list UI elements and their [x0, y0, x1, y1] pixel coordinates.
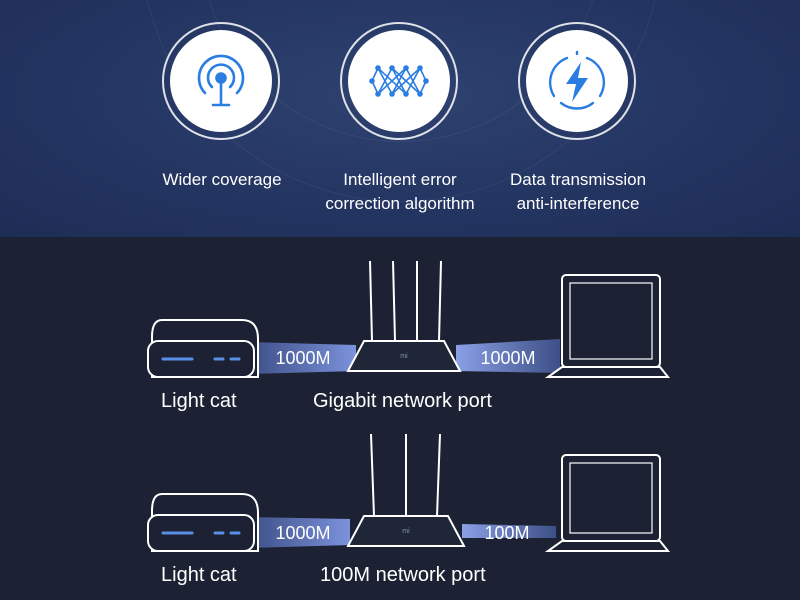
feature-icon-ring — [162, 22, 280, 140]
speed-label-right: 100M — [484, 523, 529, 543]
device-label: Light cat — [161, 564, 237, 586]
device-label: Light cat — [161, 390, 237, 412]
row-100m: mi 1000M 100M Light cat 100M network por… — [147, 433, 671, 586]
network-mesh-icon — [369, 65, 429, 97]
light-cat-modem-icon — [147, 319, 259, 378]
link-band-right — [462, 524, 556, 538]
router-icon — [346, 260, 462, 372]
feature-icon-ring — [340, 22, 458, 140]
port-comparison-panel: mi 1000M 1000M Light cat Gigabit network… — [0, 237, 800, 600]
lightning-bolt-icon — [548, 50, 606, 110]
signal-tower-icon — [197, 54, 245, 107]
feature-error-correction: Intelligent error correction algorithm — [300, 22, 500, 222]
laptop-icon — [544, 274, 671, 378]
feature-label: Data transmission anti-interference — [509, 170, 647, 213]
speed-label-left: 1000M — [275, 348, 330, 368]
laptop-icon — [544, 454, 671, 552]
connection-diagram: mi 1000M 1000M Light cat Gigabit network… — [147, 260, 671, 586]
link-band-left — [250, 517, 350, 548]
light-cat-modem-icon — [147, 493, 259, 552]
speed-label-right: 1000M — [480, 348, 535, 368]
row-gigabit: mi 1000M 1000M Light cat Gigabit network… — [147, 260, 671, 412]
feature-anti-interference: Data transmission anti-interference — [478, 22, 678, 222]
features-panel: Wider coverage — [0, 0, 800, 237]
router-logo: mi — [402, 528, 410, 535]
feature-icon-ring — [518, 22, 636, 140]
feature-label: Wider coverage — [162, 170, 282, 189]
router-label: Gigabit network port — [313, 390, 492, 412]
router-icon — [346, 433, 466, 547]
link-band-right — [456, 339, 560, 373]
speed-label-left: 1000M — [275, 523, 330, 543]
feature-label: Intelligent error correction algorithm — [325, 170, 475, 213]
router-label: 100M network port — [320, 564, 486, 586]
link-band-left — [250, 342, 356, 374]
feature-wider-coverage: Wider coverage — [122, 22, 322, 222]
router-logo: mi — [400, 353, 408, 360]
